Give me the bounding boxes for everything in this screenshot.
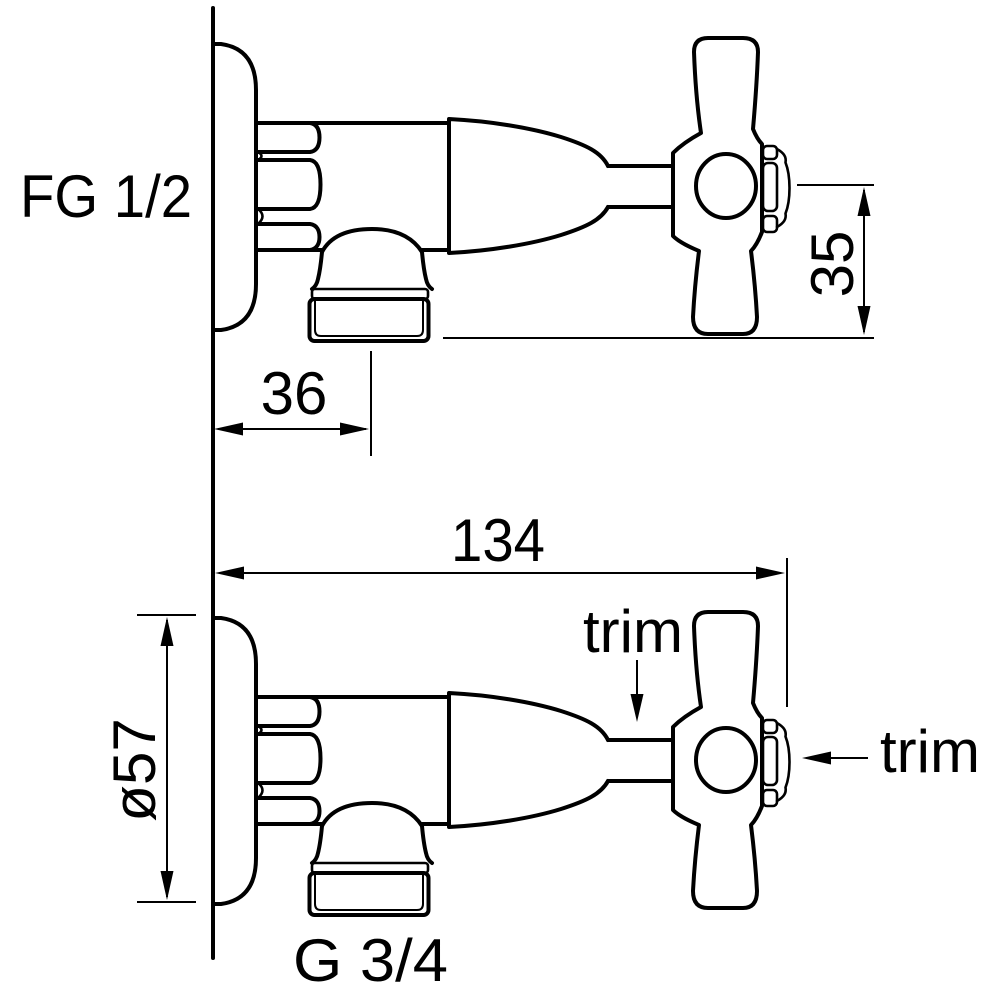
dim-57-arrow-down xyxy=(160,871,174,900)
valve-top-view xyxy=(211,36,792,343)
inlet-thread-label: FG 1/2 xyxy=(20,163,192,230)
dim-35-arrow-down xyxy=(857,306,871,335)
dim-134-arrow-right xyxy=(756,566,785,580)
trim-stem-arrow-down xyxy=(630,694,644,722)
dimension-134: 134 xyxy=(215,507,788,707)
trim-cap-label: trim xyxy=(880,718,980,785)
outlet-thread-label: G 3/4 xyxy=(293,927,448,994)
dim-36-text: 36 xyxy=(261,360,328,427)
valve-bottom-view xyxy=(211,610,792,917)
trim-pointer-cap: trim xyxy=(802,718,980,785)
dim-36-arrow-left xyxy=(214,422,243,436)
trim-pointer-stem: trim xyxy=(583,598,683,722)
trim-stem-label: trim xyxy=(583,598,683,665)
trim-cap-arrow-left xyxy=(802,751,831,765)
dim-134-text: 134 xyxy=(451,507,545,574)
dim-57-text: ø57 xyxy=(101,718,168,821)
dimension-35: 35 xyxy=(443,184,874,339)
dim-35-text: 35 xyxy=(799,231,866,298)
dimension-36: 36 xyxy=(214,351,372,456)
dim-36-arrow-right xyxy=(340,422,369,436)
dim-134-arrow-left xyxy=(215,566,244,580)
dim-35-arrow-up xyxy=(857,187,871,216)
dim-57-arrow-up xyxy=(160,617,174,646)
dimension-diameter-57: ø57 xyxy=(101,614,196,903)
